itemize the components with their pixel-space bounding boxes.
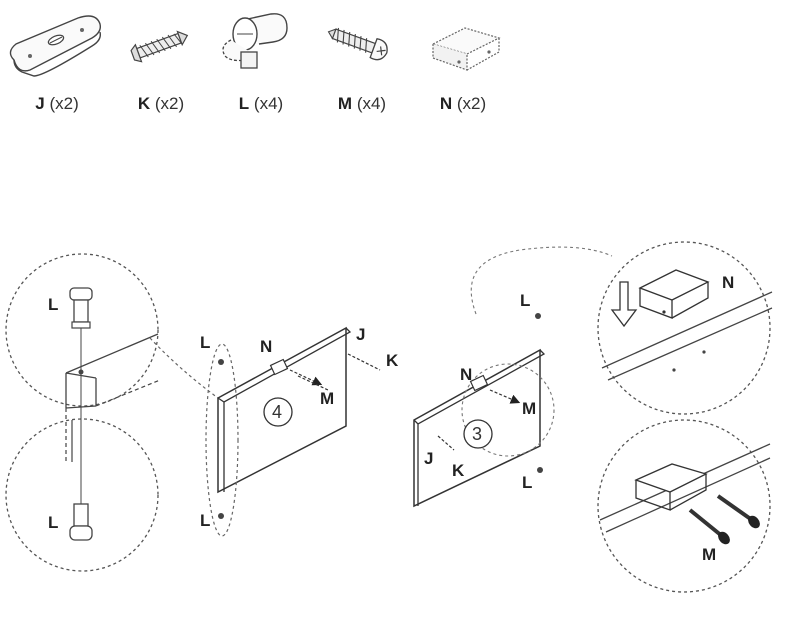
right-detail: N M [597,241,773,593]
panel-4-label-k: K [386,351,399,370]
down-arrow-icon [610,281,638,328]
detail-circle-top [5,253,159,407]
left-detail: L L [5,253,219,572]
panel-4-label-l-bottom: L [200,511,210,530]
detail-circle-top-right [597,241,771,415]
part-j: J (x2) [0,0,120,125]
bracket-bottom [634,463,708,511]
panel-4-number: 4 [272,402,282,422]
part-letter: J [35,94,45,113]
part-l: L (x4) [201,0,321,125]
assembly-diagram: L L 4 L L N M J K 3 L L N [5,241,773,593]
screw-m-1 [688,508,730,545]
panel-3-label-n: N [460,365,472,384]
panel-3-label-k: K [452,461,465,480]
part-qty: (x2) [154,94,185,113]
panel-3-label-j: J [424,449,433,468]
part-qty: (x2) [456,94,487,113]
detail-circle-bottom [5,418,159,572]
part-letter: N [439,94,453,113]
panel-3-label-l-bottom: L [522,473,532,492]
dowel-pin-bottom [69,503,93,541]
right-label-m: M [702,545,716,564]
cam-plate-icon [9,15,102,77]
part-letter: L [238,94,250,113]
machine-screw-icon [327,27,388,61]
part-letter: M [337,94,353,113]
panel-4-label-l-top: L [200,333,210,352]
panel-4-label-n: N [260,337,272,356]
screw-m-2 [716,494,760,529]
panel-4: 4 L L N M J K [200,325,399,537]
panel-3-label-m: M [522,399,536,418]
detail-circle-bottom-right [597,419,771,593]
bracket-top [638,269,710,319]
panel-3-number: 3 [472,424,482,444]
panel-3: 3 L L N M J K [413,246,613,508]
label-l-bottom: L [48,513,58,532]
parts-list: J (x2) K (x2) L (x4) [0,0,808,130]
part-qty: (x4) [356,94,387,113]
panel-4-label-j: J [356,325,365,344]
part-m: M (x4) [302,0,422,125]
right-label-n: N [722,273,734,292]
part-n: N (x2) [403,0,523,125]
label-l-top: L [48,295,58,314]
dowel-pin-icon [222,13,288,69]
part-k: K (x2) [101,0,221,125]
part-qty: (x2) [49,94,79,113]
wood-screw-icon [130,30,189,63]
part-letter: K [137,94,151,113]
panel-4-label-m: M [320,389,334,408]
dowel-pin-top [69,287,93,329]
panel-3-label-l-top: L [520,291,530,310]
part-qty: (x4) [253,94,284,113]
bracket-icon [431,27,501,71]
